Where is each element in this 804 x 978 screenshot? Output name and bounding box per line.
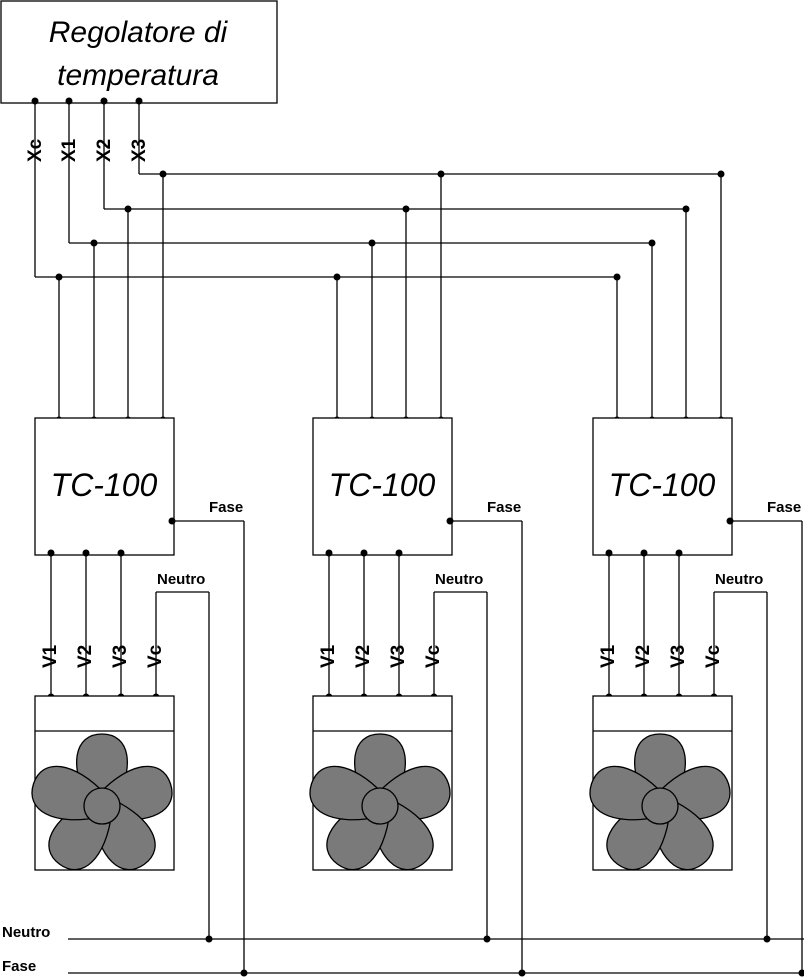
fan-input-label-v2: V2: [353, 645, 374, 668]
controller-box: [0, 0, 278, 104]
fan-input-label-v3: V3: [388, 645, 409, 668]
bus-junction-2-3: [437, 170, 445, 178]
tc100-module: [312, 417, 453, 556]
bus-wires: [34, 103, 720, 278]
tc100-label: TC-100: [609, 467, 716, 503]
bus-junction-2-0: [333, 273, 341, 281]
fan-icon: [589, 733, 731, 871]
mains-neutral-label: Neutro: [2, 924, 50, 941]
temperature-controller: Regolatore di temperatura: [0, 0, 278, 104]
fan-input-label-v1: V1: [598, 644, 619, 668]
fan-input-label-v2: V2: [633, 645, 654, 668]
bus-junction-3-2: [682, 205, 690, 213]
fan-input-label-v3: V3: [110, 645, 131, 668]
output-pin-x2: [100, 97, 108, 105]
controller-outputs: Xc X1 X2 X3: [25, 97, 150, 162]
supply-label: Fase: [487, 499, 521, 516]
neutral-label: Neutro: [715, 571, 763, 588]
tc100-module: [592, 417, 733, 556]
output-label-x1: X1: [59, 138, 80, 162]
fan-input-label-v1: V1: [40, 644, 61, 668]
tc100-label: TC-100: [51, 467, 158, 503]
output-label-x3: X3: [129, 139, 150, 162]
supply-label: Fase: [209, 499, 243, 516]
output-label-xc: Xc: [25, 138, 46, 162]
mains-phase-label: Fase: [2, 958, 36, 975]
bus-junction-1-1: [90, 239, 98, 247]
bus-junction-3-3: [717, 170, 725, 178]
supply-label: Fase: [767, 499, 801, 516]
output-pin-x1: [65, 97, 73, 105]
tc100-label: TC-100: [329, 467, 436, 503]
controller-title-line1: Regolatore di: [49, 16, 229, 49]
bus-junction-1-2: [124, 205, 132, 213]
fan-input-label-vc: Vc: [703, 644, 724, 668]
neutral-label: Neutro: [157, 571, 205, 588]
fan-icon: [309, 733, 451, 871]
controller-title-line2: temperatura: [57, 59, 219, 92]
fan-hub: [641, 787, 679, 825]
fan-hub: [83, 787, 121, 825]
output-label-x2: X2: [94, 139, 115, 162]
output-pin-xc: [31, 97, 39, 105]
fan-icon: [31, 733, 173, 871]
bus-junction-2-2: [402, 205, 410, 213]
fan-input-label-vc: Vc: [423, 644, 444, 668]
bus-junction-1-0: [55, 273, 63, 281]
bus-junction-2-1: [368, 239, 376, 247]
bus-junction-1-3: [159, 170, 167, 178]
fan-input-label-v3: V3: [668, 645, 689, 668]
fan-hub: [361, 787, 399, 825]
mains-lines: Neutro Fase: [2, 924, 804, 975]
bus-junction-3-0: [613, 273, 621, 281]
output-pin-x3: [135, 97, 143, 105]
fan-input-label-v1: V1: [318, 644, 339, 668]
neutral-label: Neutro: [435, 571, 483, 588]
tc100-module: [34, 417, 175, 556]
fan-input-label-vc: Vc: [145, 644, 166, 668]
fan-input-label-v2: V2: [75, 645, 96, 668]
bus-junction-3-1: [648, 239, 656, 247]
